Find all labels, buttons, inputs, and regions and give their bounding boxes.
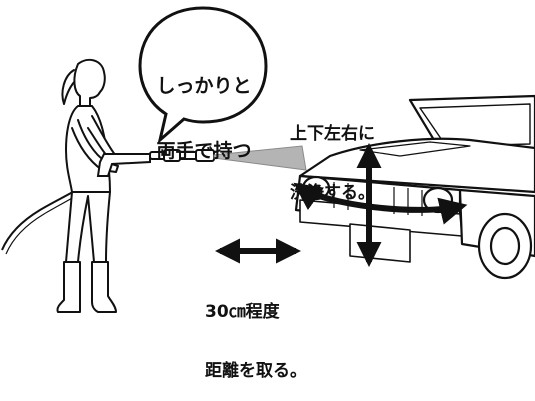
- speech-bubble: [138, 6, 268, 145]
- water-spray: [213, 145, 307, 171]
- distance-instruction: 30㎝程度 距離を取る。: [205, 264, 307, 401]
- woman-figure: [56, 58, 129, 313]
- distance-line-1: 30㎝程度: [205, 302, 280, 323]
- illustration-canvas: [1, 6, 535, 313]
- direction-line-2: 洗浄する。: [290, 182, 375, 203]
- direction-instruction: 上下左右に 洗浄する。: [290, 86, 375, 223]
- spray-gun: [96, 149, 215, 177]
- speech-bubble-text: しっかりと 両手で持つ: [148, 32, 260, 185]
- left-right-arrow: [293, 182, 468, 225]
- distance-line-2: 距離を取る。: [205, 360, 307, 381]
- bubble-line-2: 両手で持つ: [156, 140, 252, 163]
- direction-line-1: 上下左右に: [290, 124, 375, 145]
- bubble-line-1: しっかりと: [156, 74, 252, 97]
